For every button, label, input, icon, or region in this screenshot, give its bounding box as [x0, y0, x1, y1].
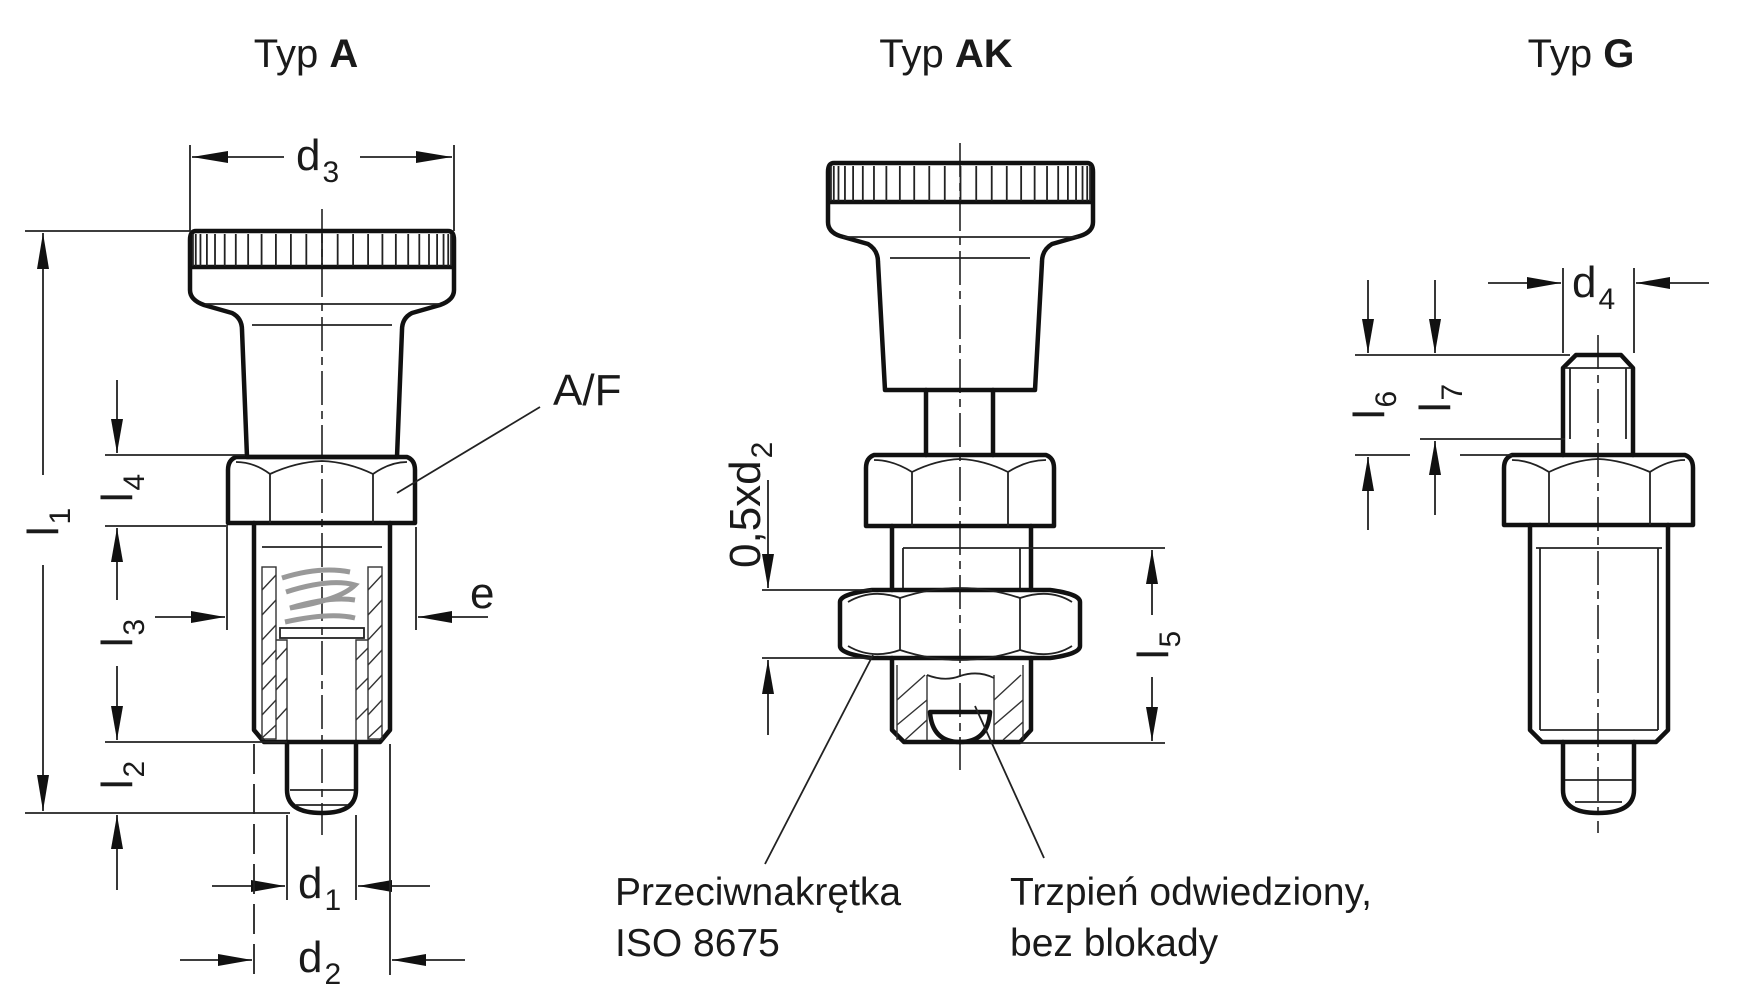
type-ak-break-line	[926, 672, 995, 680]
dim-label-l3: l3	[93, 619, 151, 647]
arrow-icon	[37, 775, 49, 811]
title-typ-ak: Typ AK	[879, 32, 1012, 76]
arrow-icon	[1362, 319, 1374, 353]
arrow-icon	[1429, 319, 1441, 353]
arrow-icon	[111, 419, 123, 453]
callout-pin-line1: Trzpień odwiedziony,	[1010, 871, 1372, 914]
dim-label-l7: l7	[1411, 384, 1469, 412]
dim-label-l6: l6	[1345, 391, 1403, 419]
type-ak-body-lower	[889, 655, 1034, 745]
type-g-threaded-stud	[1560, 352, 1636, 458]
type-ak-stem	[923, 387, 996, 458]
type-ak-indexing-plunger: 0,5xd2 l5 Przeciwnakrętka ISO 8675 Trzpi…	[615, 143, 1372, 965]
callout-pin-line2: bez blokady	[1010, 922, 1219, 965]
dim-label-e: e	[470, 569, 494, 618]
dim-label-l2: l2	[93, 761, 151, 789]
dim-label-d2: d2	[298, 933, 341, 991]
type-ak-knurl	[830, 166, 1091, 201]
type-g-hex-faces	[1511, 458, 1686, 525]
dim-label-l4: l4	[93, 474, 151, 502]
type-a-body	[251, 520, 393, 745]
type-ak-hex-nut	[863, 452, 1057, 529]
type-ak-hex-faces	[873, 458, 1047, 526]
arrow-icon	[218, 954, 252, 966]
arrow-icon	[358, 880, 392, 892]
arrow-icon	[192, 151, 228, 163]
type-a-spring-washer	[279, 627, 365, 639]
title-typ-g: Typ G	[1528, 32, 1635, 76]
dim-label-half-d2: 0,5xd2	[721, 442, 779, 568]
type-ak-lock-nut	[837, 587, 1083, 661]
arrow-icon	[111, 815, 123, 849]
arrow-icon	[251, 880, 285, 892]
arrow-icon	[418, 611, 452, 623]
type-ak-pin-retracted	[927, 709, 993, 745]
type-a-knurl	[192, 234, 452, 266]
locknut-leader-line	[764, 654, 874, 865]
arrow-icon	[191, 611, 225, 623]
arrow-icon	[1527, 277, 1561, 289]
type-ak-section-hatch	[896, 665, 1024, 741]
arrow-icon	[1146, 550, 1158, 584]
type-ak-lock-nut-faces	[847, 587, 1073, 661]
type-a-spring	[281, 567, 360, 625]
dim-label-d1: d1	[298, 859, 341, 917]
arrow-icon	[416, 151, 452, 163]
arrow-icon	[1429, 441, 1441, 475]
dim-label-d4: d4	[1572, 258, 1615, 316]
type-g-indexing-plunger: d4 l6 l7	[1345, 258, 1709, 833]
type-a-hex-nut	[225, 454, 418, 526]
type-ak-knob	[825, 160, 1096, 393]
type-g-body	[1527, 522, 1671, 745]
arrow-icon	[392, 954, 426, 966]
arrow-icon	[1362, 457, 1374, 491]
type-g-hex-nut	[1501, 452, 1696, 528]
type-ak-body-upper	[889, 523, 1034, 593]
arrow-icon	[1146, 707, 1158, 741]
arrow-icon	[762, 554, 774, 588]
type-g-pin	[1560, 739, 1637, 816]
dim-label-af: A/F	[553, 366, 621, 415]
type-a-hex-faces	[235, 460, 408, 523]
type-a-indexing-plunger: d3 l1 l4 l3 l2 e	[19, 131, 621, 991]
arrow-icon	[1636, 277, 1670, 289]
pin-leader-line	[974, 705, 1045, 859]
arrow-icon	[37, 233, 49, 269]
dim-label-d3: d3	[296, 131, 339, 189]
callout-locknut-line1: Przeciwnakrętka	[615, 871, 901, 914]
title-typ-a: Typ A	[254, 32, 359, 76]
arrow-icon	[111, 706, 123, 740]
dim-label-l1: l1	[19, 508, 77, 536]
arrow-icon	[111, 528, 123, 562]
dim-label-l5: l5	[1129, 631, 1187, 659]
af-leader-line	[396, 406, 541, 494]
arrow-icon	[762, 660, 774, 694]
callout-locknut-line2: ISO 8675	[615, 922, 780, 965]
type-a-section-hatch	[261, 566, 383, 742]
type-a-pin	[284, 739, 359, 816]
